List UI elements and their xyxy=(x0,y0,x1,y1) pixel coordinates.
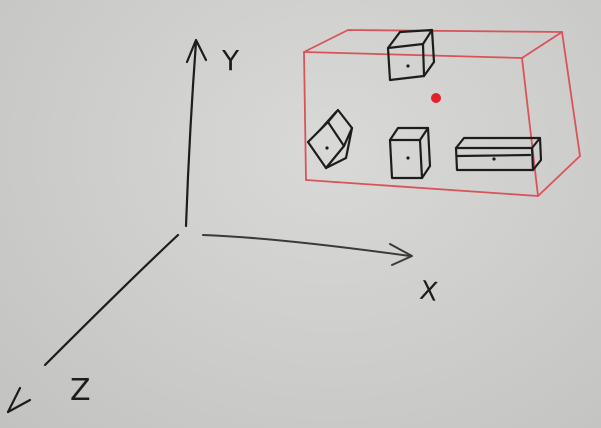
x-axis-label: X xyxy=(418,276,440,308)
z-axis-label: Z xyxy=(70,373,91,408)
x-axis xyxy=(202,234,413,266)
cube-left xyxy=(306,108,354,170)
cube-top xyxy=(386,28,436,82)
red-point xyxy=(431,93,441,103)
y-axis-label: Y xyxy=(221,44,240,77)
cube-middle xyxy=(388,126,432,180)
box-flat-right xyxy=(454,136,543,172)
y-axis xyxy=(184,38,208,228)
red-box-outline xyxy=(303,29,581,197)
z-axis xyxy=(6,233,180,414)
